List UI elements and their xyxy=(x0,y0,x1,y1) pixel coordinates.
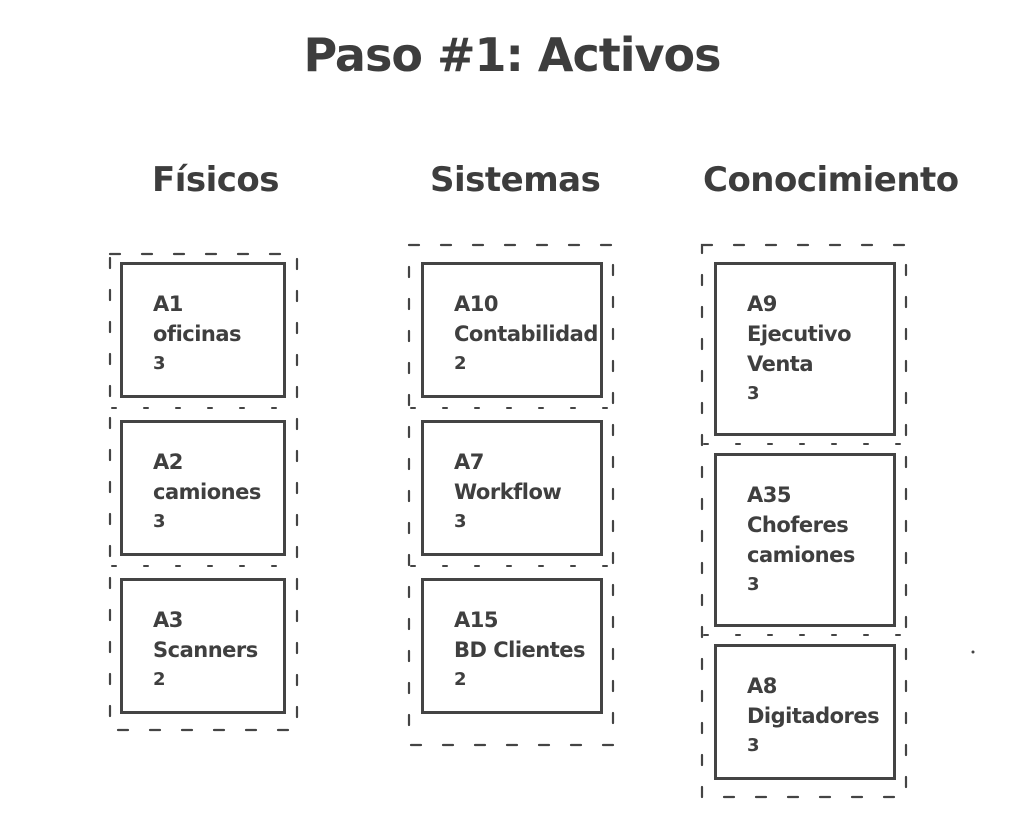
asset-name: Scanners xyxy=(153,638,258,662)
column-title-conocimiento: Conocimiento xyxy=(703,160,959,200)
column-title-fisicos: Físicos xyxy=(152,160,280,200)
asset-card-a3: A3 Scanners 2 xyxy=(120,578,286,714)
asset-id: A8 xyxy=(747,674,777,698)
asset-id: A15 xyxy=(454,608,498,632)
asset-value: 3 xyxy=(153,353,166,374)
asset-id: A1 xyxy=(153,292,183,316)
asset-name-line-2: Venta xyxy=(747,352,814,376)
asset-id: A35 xyxy=(747,483,791,507)
asset-id: A7 xyxy=(454,450,484,474)
asset-card-a35: A35 Choferes camiones 3 xyxy=(714,453,896,627)
asset-name: BD Clientes xyxy=(454,638,586,662)
asset-name: camiones xyxy=(153,480,261,504)
asset-value: 3 xyxy=(747,574,760,595)
asset-card-a7: A7 Workflow 3 xyxy=(421,420,603,556)
asset-card-a10: A10 Contabilidad 2 xyxy=(421,262,603,398)
asset-name: Contabilidad xyxy=(454,322,598,346)
asset-card-a1: A1 oficinas 3 xyxy=(120,262,286,398)
asset-name: oficinas xyxy=(153,322,242,346)
asset-name-line-1: Choferes xyxy=(747,513,849,537)
asset-value: 3 xyxy=(747,735,760,756)
asset-name: Digitadores xyxy=(747,704,880,728)
asset-value: 3 xyxy=(153,511,166,532)
asset-value: 3 xyxy=(747,383,760,404)
asset-card-a9: A9 Ejecutivo Venta 3 xyxy=(714,262,896,436)
asset-card-a15: A15 BD Clientes 2 xyxy=(421,578,603,714)
page-title: Paso #1: Activos xyxy=(303,28,721,82)
column-title-sistemas: Sistemas xyxy=(430,160,601,200)
asset-id: A3 xyxy=(153,608,183,632)
asset-id: A2 xyxy=(153,450,183,474)
asset-card-a8: A8 Digitadores 3 xyxy=(714,644,896,780)
asset-value: 2 xyxy=(454,669,467,690)
stray-dot xyxy=(971,650,975,654)
asset-value: 2 xyxy=(454,353,467,374)
asset-name-line-1: Ejecutivo xyxy=(747,322,852,346)
asset-value: 3 xyxy=(454,511,467,532)
asset-name-line-2: camiones xyxy=(747,543,855,567)
asset-id: A9 xyxy=(747,292,777,316)
asset-name: Workflow xyxy=(454,480,562,504)
asset-value: 2 xyxy=(153,669,166,690)
asset-id: A10 xyxy=(454,292,498,316)
asset-card-a2: A2 camiones 3 xyxy=(120,420,286,556)
